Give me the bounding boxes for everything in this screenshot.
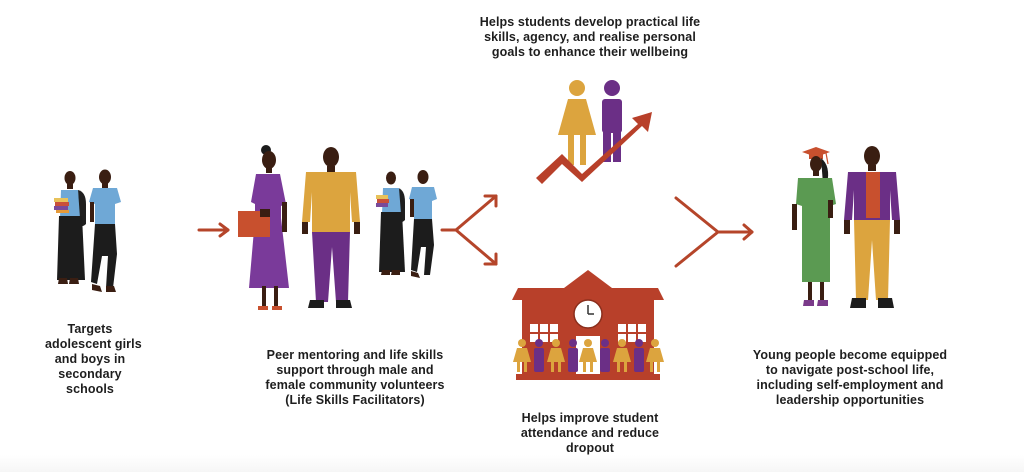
caption-targets: Targets adolescent girls and boys in sec…	[45, 322, 142, 396]
right-arrow-icon	[197, 222, 230, 238]
school-building-with-students-icon	[512, 270, 664, 380]
graduate-and-young-man-icon	[792, 146, 900, 308]
caption-mentoring: Peer mentoring and life skills support t…	[265, 348, 445, 407]
caption-attendance: Helps improve student attendance and red…	[520, 411, 660, 455]
split-arrow-icon	[440, 194, 498, 266]
bottom-edge	[0, 455, 1024, 472]
people-on-rising-arrow-icon	[536, 80, 652, 184]
volunteers-with-students-icon	[238, 145, 437, 310]
merge-arrow-icon	[674, 196, 754, 268]
caption-life-skills: Helps students develop practical life sk…	[479, 15, 701, 59]
caption-outcomes: Young people become equipped to navigate…	[752, 348, 948, 407]
schoolgirl-and-schoolboy-icon	[54, 169, 121, 292]
